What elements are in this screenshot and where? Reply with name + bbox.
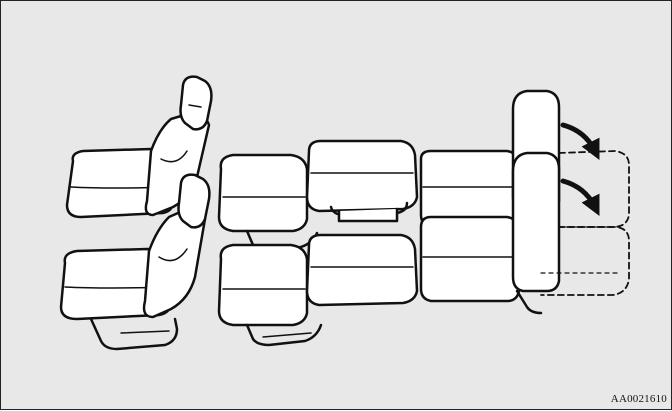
- fold-arrow-lower-icon: [563, 181, 595, 207]
- figure-code: AA0021610: [611, 393, 667, 405]
- fold-arrow-upper-icon: [563, 125, 595, 151]
- second-row-seat-lower: [219, 235, 417, 345]
- fold-direction-arrows: [563, 125, 595, 207]
